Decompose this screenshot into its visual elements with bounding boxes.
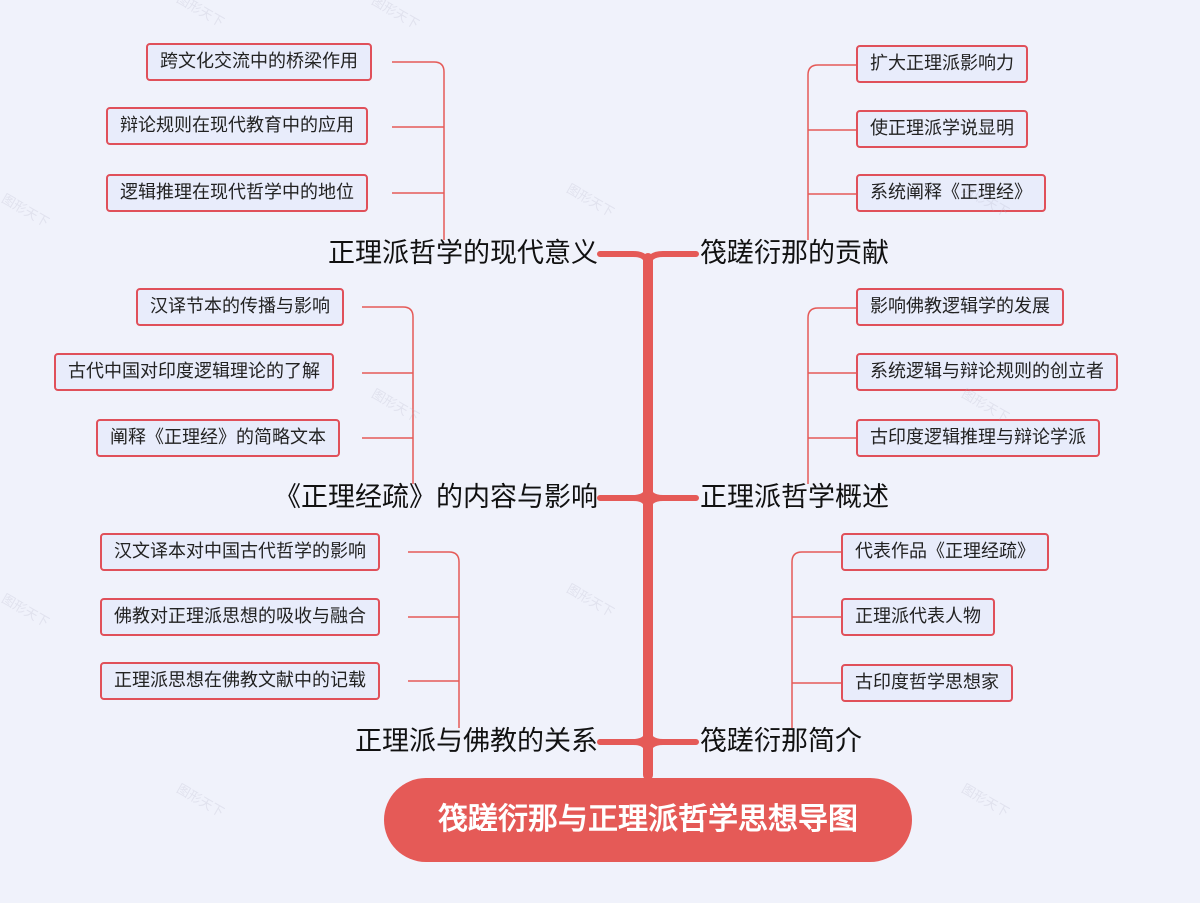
leaf-2-3[interactable]: 系统阐释《正理经》 bbox=[856, 174, 1046, 212]
leaf-5-2[interactable]: 佛教对正理派思想的吸收与融合 bbox=[100, 598, 380, 636]
leaf-2-2[interactable]: 使正理派学说显明 bbox=[856, 110, 1028, 148]
branch-vatsyayana-intro[interactable]: 筏蹉衍那简介 bbox=[700, 726, 862, 757]
leaf-3-2[interactable]: 古代中国对印度逻辑理论的了解 bbox=[54, 353, 334, 391]
leaf-3-1[interactable]: 汉译节本的传播与影响 bbox=[136, 288, 344, 326]
leaf-3-3[interactable]: 阐释《正理经》的简略文本 bbox=[96, 419, 340, 457]
connector-branch-3 bbox=[597, 483, 651, 513]
branch-commentary-content[interactable]: 《正理经疏》的内容与影响 bbox=[274, 482, 598, 513]
leaf-4-1[interactable]: 影响佛教逻辑学的发展 bbox=[856, 288, 1064, 326]
leaf-2-1[interactable]: 扩大正理派影响力 bbox=[856, 45, 1028, 83]
leaf-connector-3-1 bbox=[362, 306, 414, 484]
leaf-1-3[interactable]: 逻辑推理在现代哲学中的地位 bbox=[106, 174, 368, 212]
branch-modern-significance[interactable]: 正理派哲学的现代意义 bbox=[328, 238, 598, 269]
connector-branch-6 bbox=[645, 727, 699, 757]
root-topic[interactable]: 筏蹉衍那与正理派哲学思想导图 bbox=[384, 778, 912, 862]
leaf-1-2[interactable]: 辩论规则在现代教育中的应用 bbox=[106, 107, 368, 145]
leaf-5-3[interactable]: 正理派思想在佛教文献中的记载 bbox=[100, 662, 380, 700]
leaf-connector-6-1 bbox=[791, 551, 843, 728]
leaf-connector-5-1 bbox=[408, 551, 460, 728]
leaf-6-1[interactable]: 代表作品《正理经疏》 bbox=[841, 533, 1049, 571]
leaf-5-1[interactable]: 汉文译本对中国古代哲学的影响 bbox=[100, 533, 380, 571]
connector-branch-1 bbox=[597, 251, 651, 269]
connector-branch-2 bbox=[645, 251, 699, 269]
leaf-4-3[interactable]: 古印度逻辑推理与辩论学派 bbox=[856, 419, 1100, 457]
trunk-line bbox=[643, 253, 653, 780]
leaf-connector-4-1 bbox=[807, 307, 858, 484]
branch-buddhism-relation[interactable]: 正理派与佛教的关系 bbox=[355, 726, 598, 757]
leaf-connector-2-1 bbox=[807, 64, 858, 240]
branch-nyaya-overview[interactable]: 正理派哲学概述 bbox=[700, 482, 889, 513]
leaf-6-3[interactable]: 古印度哲学思想家 bbox=[841, 664, 1013, 702]
connector-branch-5 bbox=[597, 727, 651, 757]
leaf-1-1[interactable]: 跨文化交流中的桥梁作用 bbox=[146, 43, 372, 81]
leaf-6-2[interactable]: 正理派代表人物 bbox=[841, 598, 995, 636]
leaf-4-2[interactable]: 系统逻辑与辩论规则的创立者 bbox=[856, 353, 1118, 391]
leaf-connector-1-1 bbox=[392, 61, 445, 240]
connector-branch-4 bbox=[645, 483, 699, 513]
branch-contributions[interactable]: 筏蹉衍那的贡献 bbox=[700, 238, 889, 269]
